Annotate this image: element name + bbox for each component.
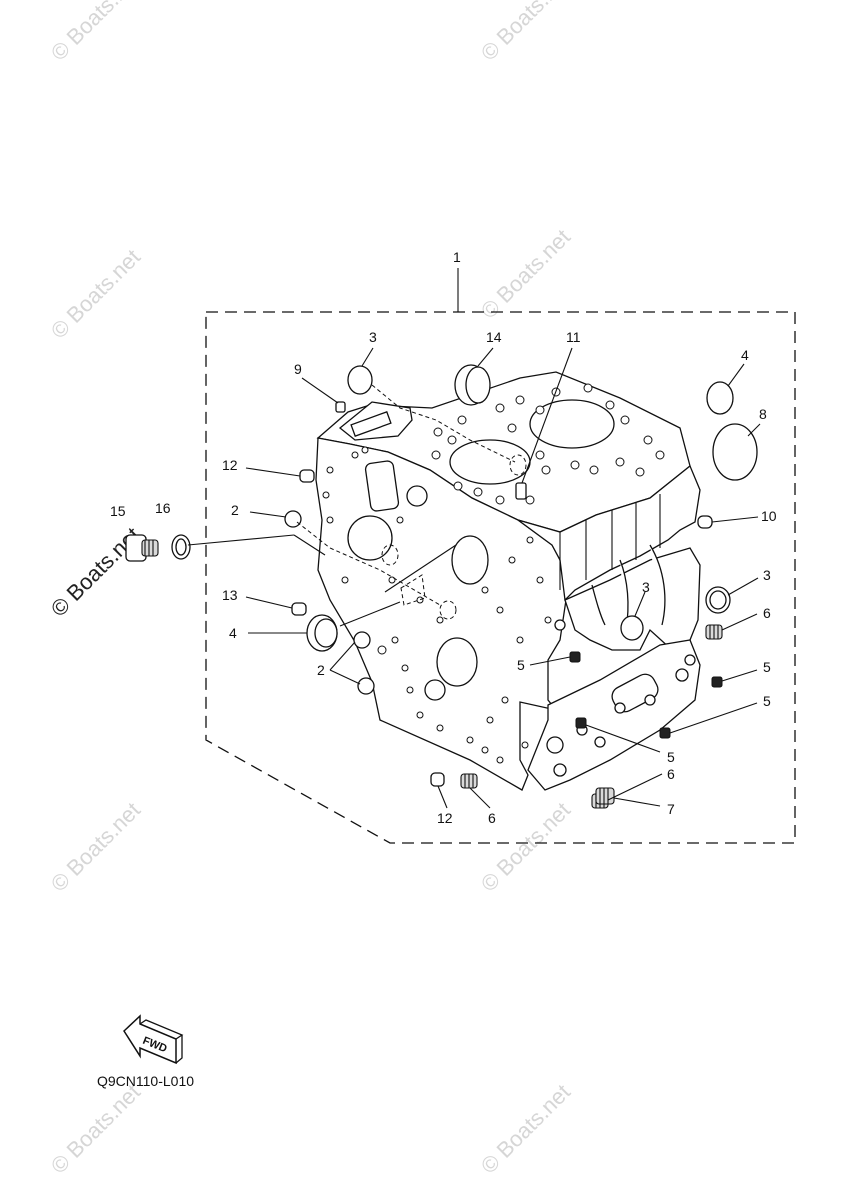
callouts: 1 3 14 11 4 9 8 12 15 16 2 10 13 3 3 4 6…	[110, 249, 777, 826]
callout-7: 7	[667, 801, 675, 817]
plug-5-b	[711, 676, 723, 688]
parts	[125, 364, 758, 809]
sleeve-12-lower	[430, 772, 445, 787]
pin-2-lower-a	[353, 631, 371, 649]
watermark: © Boats.net	[46, 0, 145, 66]
watermark: © Boats.net	[476, 0, 575, 66]
callout-6: 6	[667, 766, 675, 782]
diagram-code: Q9CN110-L010	[97, 1073, 194, 1089]
sleeve-10	[697, 515, 713, 529]
sleeve-12-upper	[299, 469, 315, 483]
callout-8: 8	[759, 406, 767, 422]
callout-6: 6	[763, 605, 771, 621]
callout-5: 5	[517, 657, 525, 673]
callout-1: 1	[453, 249, 461, 265]
plug-15	[125, 534, 159, 562]
callout-2: 2	[317, 662, 325, 678]
callout-14: 14	[486, 329, 502, 345]
callout-15: 15	[110, 503, 126, 519]
callout-10: 10	[761, 508, 777, 524]
disc-8	[712, 423, 758, 481]
plug-6-lower-left	[460, 773, 478, 789]
callout-5: 5	[667, 749, 675, 765]
plug-3-middle	[620, 615, 644, 641]
plug-6-upper	[705, 624, 723, 640]
pin-9	[335, 401, 346, 413]
plug-5-d	[575, 717, 587, 729]
hidden-lines	[296, 384, 527, 620]
plug-3-top	[347, 365, 373, 395]
callout-3: 3	[642, 579, 650, 595]
assembly-boundary	[205, 311, 796, 844]
callout-3: 3	[763, 567, 771, 583]
watermark: © Boats.net	[46, 797, 145, 896]
dowel-11	[515, 482, 527, 500]
pin-2-upper	[284, 510, 302, 528]
callout-6: 6	[488, 810, 496, 826]
watermark: © Boats.net	[46, 1079, 145, 1178]
pin-2-lower-b	[357, 677, 375, 695]
callout-16: 16	[155, 500, 171, 516]
plug-7	[595, 787, 615, 805]
plug-5-a	[569, 651, 581, 663]
watermark: © Boats.net	[476, 224, 575, 323]
callout-2: 2	[231, 502, 239, 518]
callout-4: 4	[229, 625, 237, 641]
plug-5-c	[659, 727, 671, 739]
leader-lines	[187, 347, 761, 809]
callout-11: 11	[566, 329, 581, 345]
cylinder-block	[315, 371, 701, 791]
watermark: © Boats.net	[46, 244, 145, 343]
fwd-arrow-icon: FWD	[123, 1014, 184, 1065]
callout-12: 12	[222, 457, 238, 473]
callout-9: 9	[294, 361, 302, 377]
callout-5: 5	[763, 659, 771, 675]
callout-12: 12	[437, 810, 453, 826]
callout-5: 5	[763, 693, 771, 709]
callout-13: 13	[222, 587, 238, 603]
callout-4: 4	[741, 347, 749, 363]
callout-3: 3	[369, 329, 377, 345]
sleeve-13	[291, 602, 307, 616]
plug-4-right	[706, 381, 734, 415]
watermark: © Boats.net	[476, 1079, 575, 1178]
